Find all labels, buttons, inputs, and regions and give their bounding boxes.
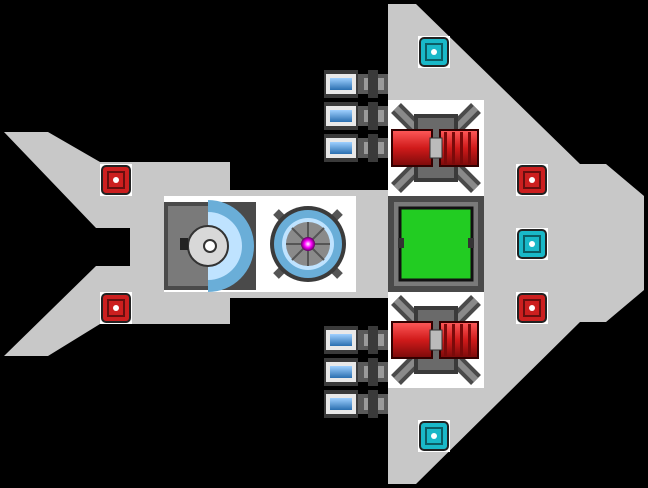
thruster[interactable]	[324, 358, 388, 386]
thruster[interactable]	[324, 390, 388, 418]
thruster[interactable]	[324, 326, 388, 354]
tile-icon	[431, 49, 437, 55]
cyan-tile[interactable]	[418, 36, 450, 68]
core-gem-icon	[301, 237, 315, 251]
thruster[interactable]	[324, 134, 388, 162]
cannon-assembly[interactable]	[388, 292, 484, 388]
shield-module[interactable]	[164, 200, 256, 292]
cannon-assembly[interactable]	[388, 100, 484, 196]
tile-icon	[529, 241, 535, 247]
green-control-panel[interactable]	[388, 196, 484, 292]
core-reactor[interactable]	[270, 206, 346, 282]
red-tile[interactable]	[100, 164, 132, 196]
red-tile[interactable]	[516, 164, 548, 196]
tile-icon	[431, 433, 437, 439]
tile-icon	[529, 305, 535, 311]
red-tile[interactable]	[100, 292, 132, 324]
tile-icon	[113, 177, 119, 183]
thruster[interactable]	[324, 70, 388, 98]
cyan-tile[interactable]	[418, 420, 450, 452]
red-tile[interactable]	[516, 292, 548, 324]
cyan-tile[interactable]	[516, 228, 548, 260]
tile-icon	[529, 177, 535, 183]
thruster[interactable]	[324, 102, 388, 130]
tile-icon	[113, 305, 119, 311]
